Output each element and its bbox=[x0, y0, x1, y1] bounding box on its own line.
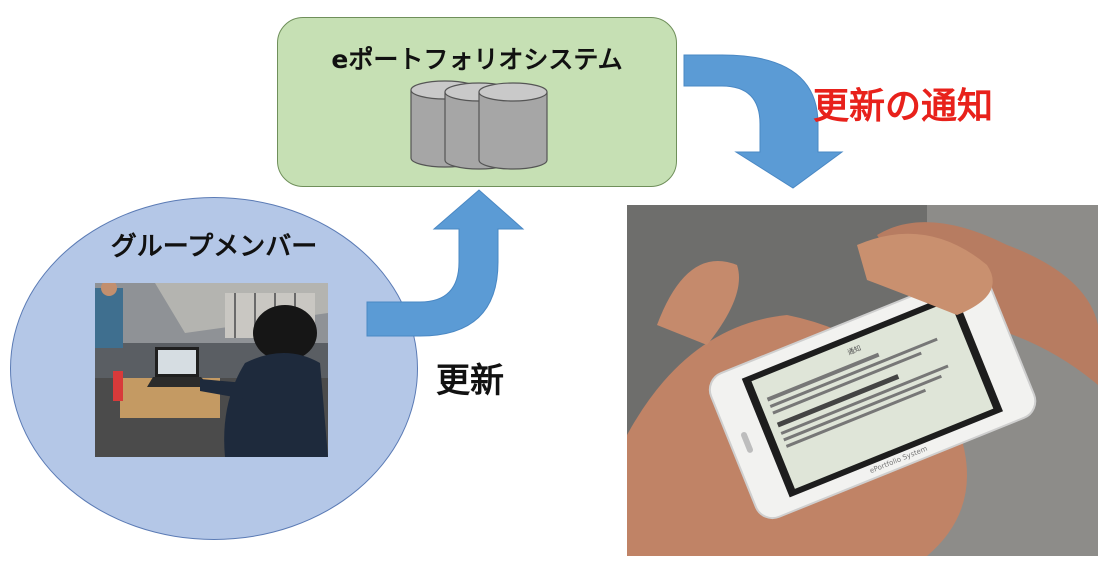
update-arrow bbox=[366, 189, 525, 337]
member-title: グループメンバー bbox=[110, 232, 318, 262]
system-title: eポートフォリオシステム bbox=[331, 45, 623, 74]
update-label: 更新 bbox=[436, 361, 504, 401]
notification-arrow bbox=[683, 54, 844, 189]
update-notification-label: 更新の通知 bbox=[813, 86, 994, 127]
person-at-laptop-photo bbox=[95, 283, 328, 457]
smartphone-in-hand-photo: 通知 ePortfolio System bbox=[627, 205, 1098, 556]
eportfolio-system-box: eポートフォリオシステム bbox=[277, 17, 677, 187]
database-icon bbox=[410, 80, 548, 170]
